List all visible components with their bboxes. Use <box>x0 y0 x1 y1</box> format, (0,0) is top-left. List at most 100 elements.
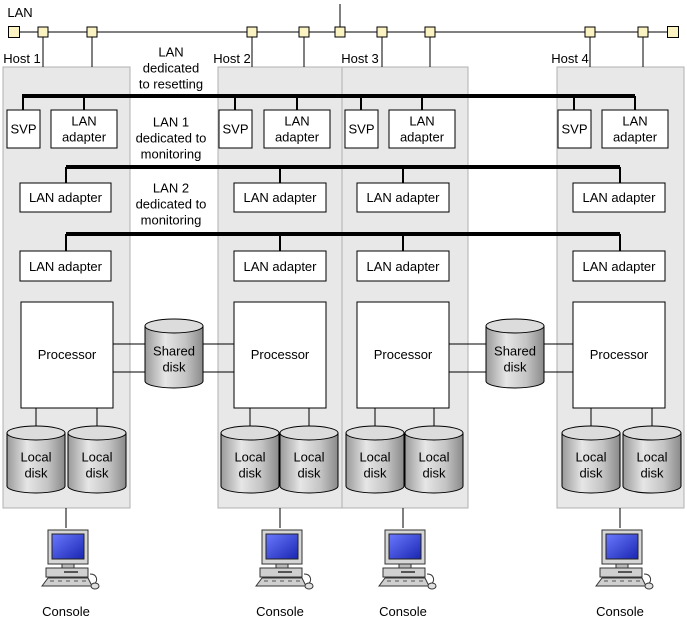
disk-body <box>561 432 621 494</box>
lan2-adapter-box <box>233 250 327 282</box>
console-icon-part <box>388 533 422 560</box>
svp-box <box>557 109 592 149</box>
console-icon-part <box>304 582 314 590</box>
lan1-adapter-box <box>19 182 112 213</box>
console-icon-part <box>255 577 307 587</box>
shared-disk <box>485 318 545 389</box>
lan-terminator <box>8 26 20 38</box>
disk-body <box>6 432 66 494</box>
lan-connector <box>86 26 98 38</box>
lan-connector <box>584 26 596 38</box>
local-disk-label: Local <box>418 450 449 465</box>
local-disk <box>220 425 280 494</box>
disk-body <box>67 432 127 494</box>
reset-lan-adapter-label: LAN <box>284 114 309 129</box>
console-icon-part <box>595 577 647 587</box>
local-disk-label: disk <box>85 466 109 481</box>
lan1-label: dedicated to <box>136 131 207 146</box>
disk-top <box>67 425 127 441</box>
local-disk-label: disk <box>297 466 321 481</box>
svp-box <box>344 109 379 149</box>
reset-lan-adapter-box <box>263 109 331 149</box>
console-label: Console <box>379 604 427 619</box>
disk-top <box>485 318 545 334</box>
processor-label: Processor <box>590 347 649 362</box>
local-disk-label: disk <box>579 466 603 481</box>
disk-body <box>485 325 545 389</box>
lan-connector <box>246 26 258 38</box>
shared-disk-label: Shared <box>494 344 536 359</box>
console-icon-part <box>618 571 632 573</box>
lan2-label: LAN 2 <box>153 181 189 196</box>
shared-disk-label: disk <box>503 360 527 375</box>
local-disk-label: disk <box>363 466 387 481</box>
local-disk <box>345 425 405 494</box>
host-name-label: Host 4 <box>551 51 589 66</box>
console-computer-icon <box>595 529 654 590</box>
disk-top <box>220 425 280 441</box>
lan2-label: monitoring <box>141 213 202 228</box>
lan2-label: dedicated to <box>136 197 207 212</box>
reset-lan-adapter-box <box>601 109 669 149</box>
lan-label: LAN <box>7 5 32 20</box>
console-computer-icon <box>255 529 314 590</box>
console-label: Console <box>596 604 644 619</box>
console-icon-part <box>644 582 654 590</box>
reset-lan-adapter-label: adapter <box>400 130 445 145</box>
local-disk-label: Local <box>234 450 265 465</box>
local-disk-label: Local <box>81 450 112 465</box>
lan-connector <box>637 26 649 38</box>
disk-body <box>279 432 339 494</box>
console-icon-part <box>605 533 639 560</box>
console-icon-part <box>61 563 75 569</box>
local-disk-label: disk <box>422 466 446 481</box>
local-disk-label: Local <box>293 450 324 465</box>
console-icon-part <box>615 563 629 569</box>
shared-disk <box>144 318 204 389</box>
lan-resetting-label: LAN <box>158 45 183 60</box>
console-icon-part <box>41 577 93 587</box>
processor-box <box>233 301 327 409</box>
disk-body <box>622 432 682 494</box>
processor-label: Processor <box>38 347 97 362</box>
local-disk <box>279 425 339 494</box>
svp-label: SVP <box>561 122 587 137</box>
lan-connector <box>37 26 49 38</box>
processor-label: Processor <box>251 347 310 362</box>
lan2-adapter-label: LAN adapter <box>244 259 318 274</box>
lan-connector <box>334 26 346 38</box>
lan-connector <box>376 26 388 38</box>
lan2-adapter-box <box>356 250 450 282</box>
local-disk <box>622 425 682 494</box>
lan2-adapter-label: LAN adapter <box>29 259 103 274</box>
lan1-adapter-label: LAN adapter <box>583 190 657 205</box>
console-icon-part <box>275 563 289 569</box>
host-name-label: Host 2 <box>213 51 251 66</box>
reset-lan-adapter-label: LAN <box>622 114 647 129</box>
console-icon-part <box>643 573 652 585</box>
reset-lan-adapter-box <box>50 109 118 149</box>
host-name-label: Host 1 <box>3 51 41 66</box>
processor-box <box>572 301 666 409</box>
disk-top <box>404 425 464 441</box>
lan1-adapter-label: LAN adapter <box>244 190 318 205</box>
shared-disk-label: disk <box>162 360 186 375</box>
lan1-adapter-label: LAN adapter <box>29 190 103 205</box>
lan1-label: LAN 1 <box>153 115 189 130</box>
processor-label: Processor <box>374 347 433 362</box>
svp-label: SVP <box>10 122 36 137</box>
local-disk <box>561 425 621 494</box>
console-icon-part <box>89 573 98 585</box>
lan1-adapter-box <box>233 182 327 213</box>
host-name-label: Host 3 <box>341 51 379 66</box>
svp-label: SVP <box>222 122 248 137</box>
lan2-adapter-label: LAN adapter <box>367 259 441 274</box>
console-icon-part <box>303 573 312 585</box>
lan1-adapter-box <box>356 182 450 213</box>
reset-lan-adapter-label: LAN <box>409 114 434 129</box>
local-disk <box>67 425 127 494</box>
local-disk-label: Local <box>575 450 606 465</box>
console-icon-part <box>278 571 292 573</box>
disk-top <box>345 425 405 441</box>
